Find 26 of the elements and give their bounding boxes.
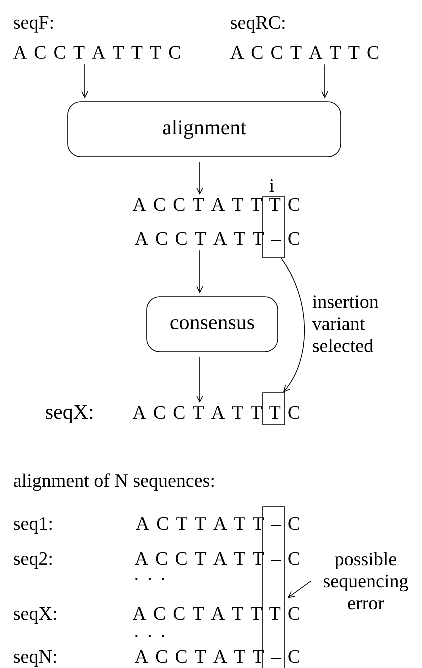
- sequence-name: seqX:: [46, 405, 93, 424]
- note-text: possible sequencing error: [324, 552, 408, 610]
- ellipsis: . . .: [136, 635, 164, 638]
- index-label: i: [270, 179, 274, 192]
- edge-label: insertion variant selected: [312, 296, 379, 352]
- sequence-text: seqRC: A C C T A T T C: [230, 16, 379, 60]
- arrow: [196, 357, 204, 404]
- arrow: [196, 250, 204, 294]
- column-box: [262, 196, 286, 258]
- ellipsis: . . .: [136, 578, 164, 580]
- arrow: [322, 64, 328, 99]
- arrow: [196, 162, 204, 195]
- process-box: alignment: [68, 102, 342, 158]
- sequence-name: seq2:: [14, 552, 52, 570]
- sequence-name: seqX:: [14, 608, 56, 624]
- sequence-name: seqN:: [14, 650, 56, 668]
- column-box: [262, 392, 286, 426]
- arrow: [82, 64, 88, 99]
- curved-arrow: [281, 258, 306, 393]
- process-box: consensus: [146, 296, 278, 352]
- sequence-text: seqF: A C C T A T T T C: [14, 16, 180, 60]
- column-box: [262, 506, 286, 668]
- sequence-name: seq1:: [14, 517, 52, 534]
- sequence-text: A C C T A T T T C: [132, 607, 300, 620]
- heading: alignment of N sequences:: [14, 474, 214, 492]
- sequence-text: A C C T A T T T C: [132, 406, 300, 420]
